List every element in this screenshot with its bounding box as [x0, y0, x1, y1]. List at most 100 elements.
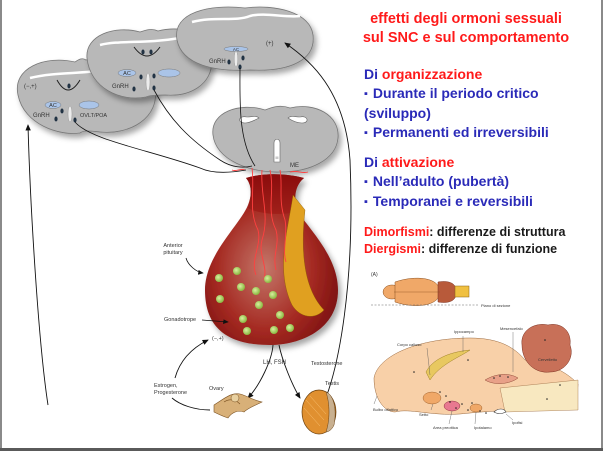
activation-bullet: Temporanei e reversibili	[364, 192, 533, 213]
lateral-ventricle	[239, 116, 260, 124]
rat-brain-sagittal-view	[373, 324, 579, 415]
definition-dimorfismi: Dimorfismi: differenze di struttura	[364, 224, 565, 241]
neuron-icon	[149, 49, 153, 55]
rat-brain-dorsal-view	[382, 277, 470, 306]
activation-heading: Di attivazione	[364, 153, 533, 172]
region-blob	[78, 100, 100, 110]
slide-border-left	[0, 0, 2, 451]
organization-prefix: Di	[364, 66, 382, 82]
ippocampo-label: Ippocampo	[454, 329, 475, 334]
estrogen-feedback-arrow-brain	[25, 124, 49, 406]
ac-label: AC	[123, 71, 131, 77]
slide-border-bottom	[0, 448, 603, 451]
gonadotrope-label: Gonadotrope	[164, 317, 196, 323]
activation-prefix: Di	[364, 154, 382, 170]
gonadotrope-cell	[233, 267, 241, 275]
organization-block: Di organizzazione Durante il periodo cri…	[364, 65, 549, 143]
ac-region	[117, 69, 137, 77]
gonadotrope-cell	[286, 324, 294, 332]
gnrh-label: GnRH	[33, 113, 50, 119]
third-ventricle	[273, 138, 281, 163]
neuron-icon	[60, 108, 64, 114]
gonadotrope-cell	[255, 301, 263, 309]
bulbo-olfattivo-label: Bulbo olfattivo	[373, 407, 399, 412]
ovlt-poa-label: OVLT/POA	[80, 113, 107, 119]
definition-term: Diergismi	[364, 241, 421, 256]
gonadotrope-cell	[215, 274, 223, 282]
third-ventricle	[233, 50, 239, 68]
brain-slice-right	[176, 6, 314, 71]
mesencefalo-label: Mesencefalo	[500, 326, 523, 331]
organization-bullet-continuation: (sviluppo)	[364, 105, 431, 121]
activation-keyword: attivazione	[381, 154, 455, 170]
title-line-2: sul SNC e sul comportamento	[362, 30, 570, 46]
ipofisi-label: Ipofisi	[512, 420, 523, 425]
preoptic-area	[443, 400, 461, 412]
region-blob	[157, 68, 181, 78]
gonadotrope-cell	[269, 291, 277, 299]
feedback-sign-left: (−,+)	[24, 84, 37, 90]
pituitary-stalk	[246, 174, 304, 214]
testosterone-label: Testosterone	[311, 361, 343, 367]
neuron-loop	[133, 46, 161, 57]
neuron-icon	[73, 117, 77, 123]
rat-brain-figure: (A) Piano di sezione	[371, 272, 579, 430]
feedback-sign-right: (+)	[266, 41, 274, 47]
third-ventricle-label: III	[276, 156, 279, 160]
ventricle-line	[99, 36, 181, 47]
ac-label: AC	[233, 47, 240, 52]
panel-label: (A)	[371, 272, 378, 278]
definition-text: : differenze di struttura	[429, 225, 566, 239]
portal-vessels	[231, 167, 309, 281]
third-ventricle	[145, 72, 151, 92]
neuron-icon	[67, 83, 71, 89]
slide-border-right	[601, 0, 603, 451]
estrogen-feedback-arrow-pituitary	[174, 339, 209, 379]
gnrh-axons	[74, 67, 256, 173]
ovary-output-line	[171, 397, 211, 411]
anterior-pituitary-label-line2: pituitary	[163, 250, 183, 256]
activation-block: Di attivazione Nell’adulto (pubertà) Tem…	[364, 153, 533, 213]
setto-label: Setto	[419, 412, 429, 417]
gonadotrope-cell	[264, 275, 272, 283]
lateral-ventricle	[287, 116, 308, 124]
ventricle-line	[191, 13, 301, 24]
ac-region	[44, 101, 62, 109]
ipotalamo-label: Ipotalamo	[474, 425, 492, 430]
me-label: ME	[290, 163, 299, 169]
neuron-icon	[132, 86, 136, 92]
gonadotrope-cell	[216, 295, 224, 303]
gnrh-label: GnRH	[209, 59, 226, 65]
slide-title: effetti degli ormoni sessuali sul SNC e …	[340, 10, 592, 48]
gonadotrope-pointer	[201, 319, 229, 325]
organization-keyword: organizzazione	[381, 66, 483, 82]
septum	[422, 391, 442, 405]
neuron-icon	[152, 73, 156, 79]
estrogen-label-line2: Progesterone	[154, 390, 187, 396]
gonadotrope-cell	[276, 311, 284, 319]
neuron-loop	[56, 79, 81, 91]
neuron-icon	[141, 49, 145, 55]
corpus-callosum	[425, 349, 471, 381]
label-pointers	[373, 332, 514, 425]
ovary-label: Ovary	[209, 386, 224, 392]
area-preottica-label: Area preottica	[433, 425, 459, 430]
corpo-calloso-label: Corpo calloso	[397, 342, 422, 347]
lh-fsh-label: LH, FSH	[263, 360, 286, 366]
feedback-arrows	[25, 42, 352, 413]
definition-diergismi: Diergismi: differenze di funzione	[364, 241, 565, 258]
definition-text: : differenze di funzione	[420, 241, 558, 256]
testis-label: Testis	[325, 381, 339, 387]
pituitary-feedback-sign: (−,+)	[212, 336, 224, 342]
gonadotrope-cell	[243, 327, 251, 335]
neuron-icon	[227, 59, 231, 65]
testis-illustration	[301, 389, 337, 435]
neuron-icon	[54, 116, 58, 122]
testosterone-feedback-arrow	[284, 42, 352, 413]
anterior-pituitary-label-line1: Anterior	[163, 243, 182, 249]
title-line-1: effetti degli ormoni sessuali	[370, 11, 562, 27]
neuron-icon	[152, 85, 156, 91]
pituitary-sagittal	[493, 408, 507, 414]
